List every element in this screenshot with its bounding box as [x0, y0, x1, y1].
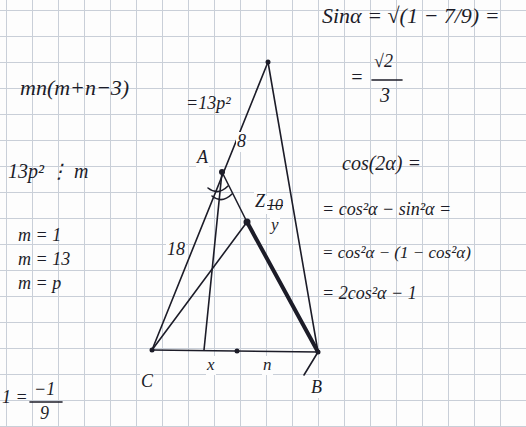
point-label: y [270, 216, 280, 235]
formula-text: 3 [380, 84, 390, 106]
point-label: A [196, 148, 209, 168]
formula-text: 1 = [2, 388, 28, 408]
bold-segment [247, 222, 318, 352]
formula-text: = 2cos²α − 1 [322, 284, 417, 304]
tick [304, 352, 318, 375]
case-text: m = 13 [18, 250, 70, 270]
fraction-bar [372, 79, 402, 81]
angle-arc [212, 194, 232, 200]
cevian-line [222, 172, 247, 222]
formula-text: √2 [374, 52, 393, 72]
point-label: 10 [266, 196, 284, 214]
point-label: B [310, 378, 323, 398]
point-label: x [206, 356, 216, 375]
formula-text: 9 [40, 404, 49, 424]
point-label: 8 [236, 132, 247, 152]
case-text: m = 1 [18, 226, 61, 246]
divisibility-text: 13p² ⋮ m [8, 160, 88, 182]
point-label: n [262, 356, 273, 375]
formula-text: Sinα = √(1 − 7/9) = [322, 4, 500, 28]
equation-text: =13p² [186, 94, 231, 114]
side-line [152, 62, 268, 350]
equation-text: mn(m+n−3) [20, 76, 129, 100]
formula-text: = cos²α − (1 − cos²α) [322, 244, 471, 263]
point-label: 18 [166, 240, 186, 260]
formula-text: = cos²α − sin²α = [322, 200, 451, 220]
cevian-line [152, 222, 247, 350]
fraction-bar [30, 401, 62, 403]
case-text: m = p [18, 274, 61, 294]
formula-text: = [350, 66, 364, 88]
point-label: C [140, 372, 154, 392]
point-label: Z [254, 192, 266, 212]
angle-arc [208, 186, 228, 192]
formula-text: −1 [34, 380, 55, 400]
formula-text: cos(2α) = [342, 152, 421, 174]
